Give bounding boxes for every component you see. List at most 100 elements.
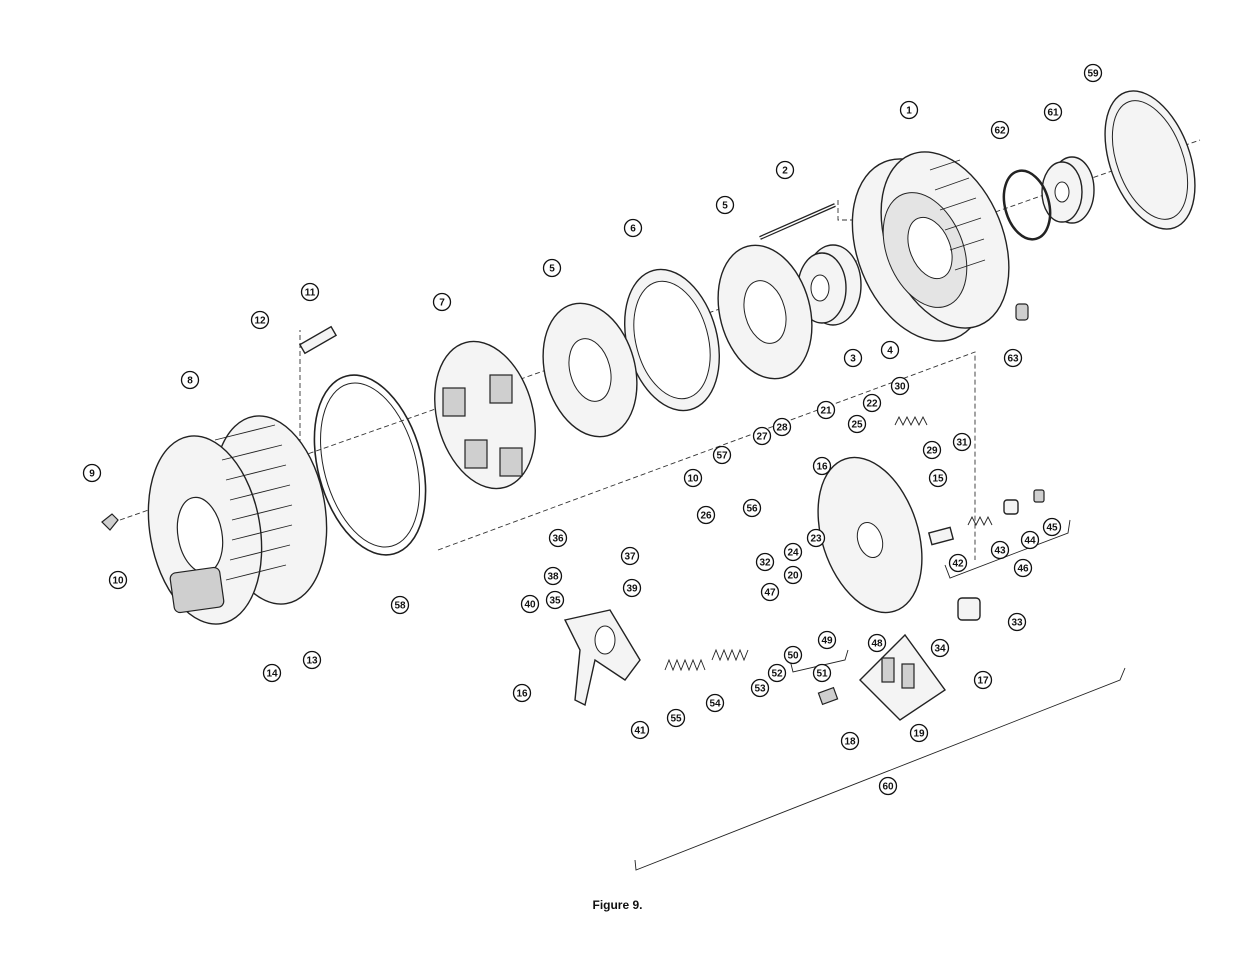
- callout-number: 45: [1046, 523, 1058, 534]
- part-62-ring: [1002, 169, 1052, 241]
- part-59-gasket: [1104, 90, 1196, 230]
- callout-number: 7: [439, 298, 445, 309]
- callout-number: 12: [254, 316, 266, 327]
- callout-number: 34: [934, 644, 946, 655]
- callout-8: 8: [180, 370, 200, 390]
- callout-number: 60: [882, 782, 894, 793]
- callout-number: 44: [1024, 536, 1036, 547]
- callout-number: 58: [394, 601, 406, 612]
- callout-49: 49: [817, 630, 837, 650]
- callout-51: 51: [812, 663, 832, 683]
- part-53-54-springs: [664, 648, 749, 672]
- callout-50: 50: [783, 645, 803, 665]
- part-11-pin: [298, 325, 338, 355]
- callout-number: 46: [1017, 564, 1029, 575]
- figure-caption: Figure 9.: [592, 898, 643, 912]
- callout-25: 25: [847, 414, 867, 434]
- callout-number: 63: [1007, 354, 1019, 365]
- callout-number: 24: [787, 548, 799, 559]
- callout-number: 37: [624, 552, 636, 563]
- callout-number: 26: [700, 511, 712, 522]
- callout-37: 37: [620, 546, 640, 566]
- callout-15: 15: [928, 468, 948, 488]
- part-61-cap: [1041, 156, 1095, 224]
- callout-39: 39: [622, 578, 642, 598]
- callout-number: 33: [1011, 618, 1023, 629]
- callout-number: 28: [776, 423, 788, 434]
- callout-number: 30: [894, 382, 906, 393]
- part-42-45-assembly: [927, 489, 1045, 546]
- callout-46: 46: [1013, 558, 1033, 578]
- callout-58: 58: [390, 595, 410, 615]
- part-17-magnet-housing: [859, 633, 946, 721]
- part-29-spring: [894, 415, 928, 427]
- callout-24: 24: [783, 542, 803, 562]
- callout-number: 9: [89, 469, 95, 480]
- part-18-clip: [817, 686, 839, 706]
- callout-40: 40: [520, 594, 540, 614]
- callout-number: 15: [932, 474, 944, 485]
- callout-27: 27: [752, 426, 772, 446]
- callout-23: 23: [806, 528, 826, 548]
- callout-6: 6: [623, 218, 643, 238]
- callout-54: 54: [705, 693, 725, 713]
- callout-11: 11: [300, 282, 320, 302]
- callout-number: 27: [756, 432, 768, 443]
- part-5-friction-disc-right: [717, 244, 813, 380]
- callout-number: 43: [994, 546, 1006, 557]
- part-25-backplate: [817, 456, 923, 614]
- callout-52: 52: [767, 663, 787, 683]
- callout-number: 2: [782, 166, 788, 177]
- callout-43: 43: [990, 540, 1010, 560]
- callout-16: 16: [812, 456, 832, 476]
- callout-56: 56: [742, 498, 762, 518]
- callout-number: 11: [305, 288, 316, 299]
- callout-number: 57: [716, 451, 728, 462]
- callout-number: 3: [850, 354, 856, 365]
- callout-number: 23: [810, 534, 822, 545]
- callout-19: 19: [909, 723, 929, 743]
- callout-number: 36: [552, 534, 564, 545]
- callout-42: 42: [948, 553, 968, 573]
- callout-12: 12: [250, 310, 270, 330]
- callout-number: 35: [549, 596, 561, 607]
- callout-number: 17: [977, 676, 989, 687]
- part-33-block: [957, 597, 981, 621]
- callout-number: 52: [771, 669, 783, 680]
- part-6-plate: [624, 268, 720, 412]
- callout-number: 61: [1047, 108, 1059, 119]
- callout-38: 38: [543, 566, 563, 586]
- callout-number: 53: [754, 684, 766, 695]
- callout-number: 40: [524, 600, 536, 611]
- callout-number: 41: [634, 726, 646, 737]
- callout-10: 10: [108, 570, 128, 590]
- callout-3: 3: [843, 348, 863, 368]
- callout-number: 5: [549, 264, 555, 275]
- callout-63: 63: [1003, 348, 1023, 368]
- callout-28: 28: [772, 417, 792, 437]
- callout-10: 10: [683, 468, 703, 488]
- callout-number: 10: [112, 576, 124, 587]
- callout-number: 25: [851, 420, 863, 431]
- callout-22: 22: [862, 393, 882, 413]
- callout-number: 18: [844, 737, 856, 748]
- callout-5: 5: [542, 258, 562, 278]
- callout-60: 60: [878, 776, 898, 796]
- callout-number: 14: [266, 669, 278, 680]
- callout-number: 29: [926, 446, 938, 457]
- part-58-gasket: [313, 374, 427, 556]
- callout-number: 42: [952, 559, 964, 570]
- callout-45: 45: [1042, 517, 1062, 537]
- callout-29: 29: [922, 440, 942, 460]
- part-5-friction-disc-left: [542, 302, 638, 438]
- callout-number: 51: [816, 669, 828, 680]
- callout-34: 34: [930, 638, 950, 658]
- callout-36: 36: [548, 528, 568, 548]
- callout-30: 30: [890, 376, 910, 396]
- callout-44: 44: [1020, 530, 1040, 550]
- callout-number: 54: [709, 699, 721, 710]
- callout-number: 13: [306, 656, 318, 667]
- callout-number: 22: [866, 399, 878, 410]
- callout-number: 8: [187, 376, 193, 387]
- callout-55: 55: [666, 708, 686, 728]
